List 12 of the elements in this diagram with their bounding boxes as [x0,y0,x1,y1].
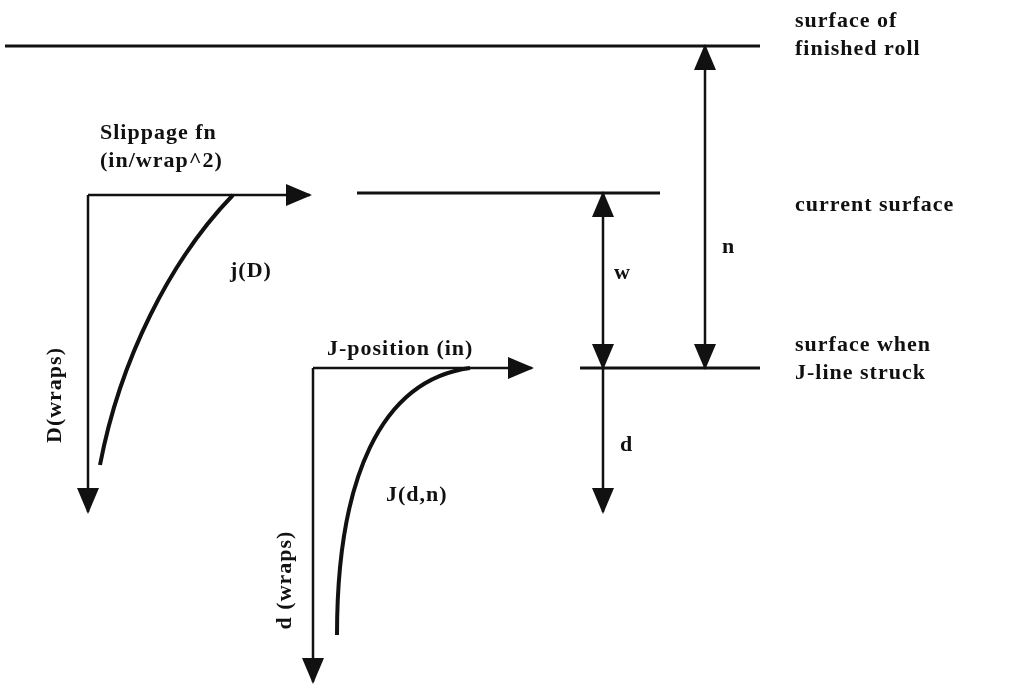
surface-label: current surface [795,190,955,218]
dimension-label: n [722,232,736,260]
axis-label: D(wraps) [40,347,67,443]
curve-label: J(d,n) [386,480,448,508]
axis-label: d (wraps) [270,530,297,630]
curve-label: j(D) [230,256,272,284]
surface-label: surface of finished roll [795,6,922,62]
dimension-label: d [620,430,634,458]
surface-label: surface when J-line struck [795,330,933,386]
axis-label: J-position (in) [327,334,474,362]
dimension-label: w [614,258,631,286]
axis-label: Slippage fn (in/wrap^2) [100,118,224,174]
